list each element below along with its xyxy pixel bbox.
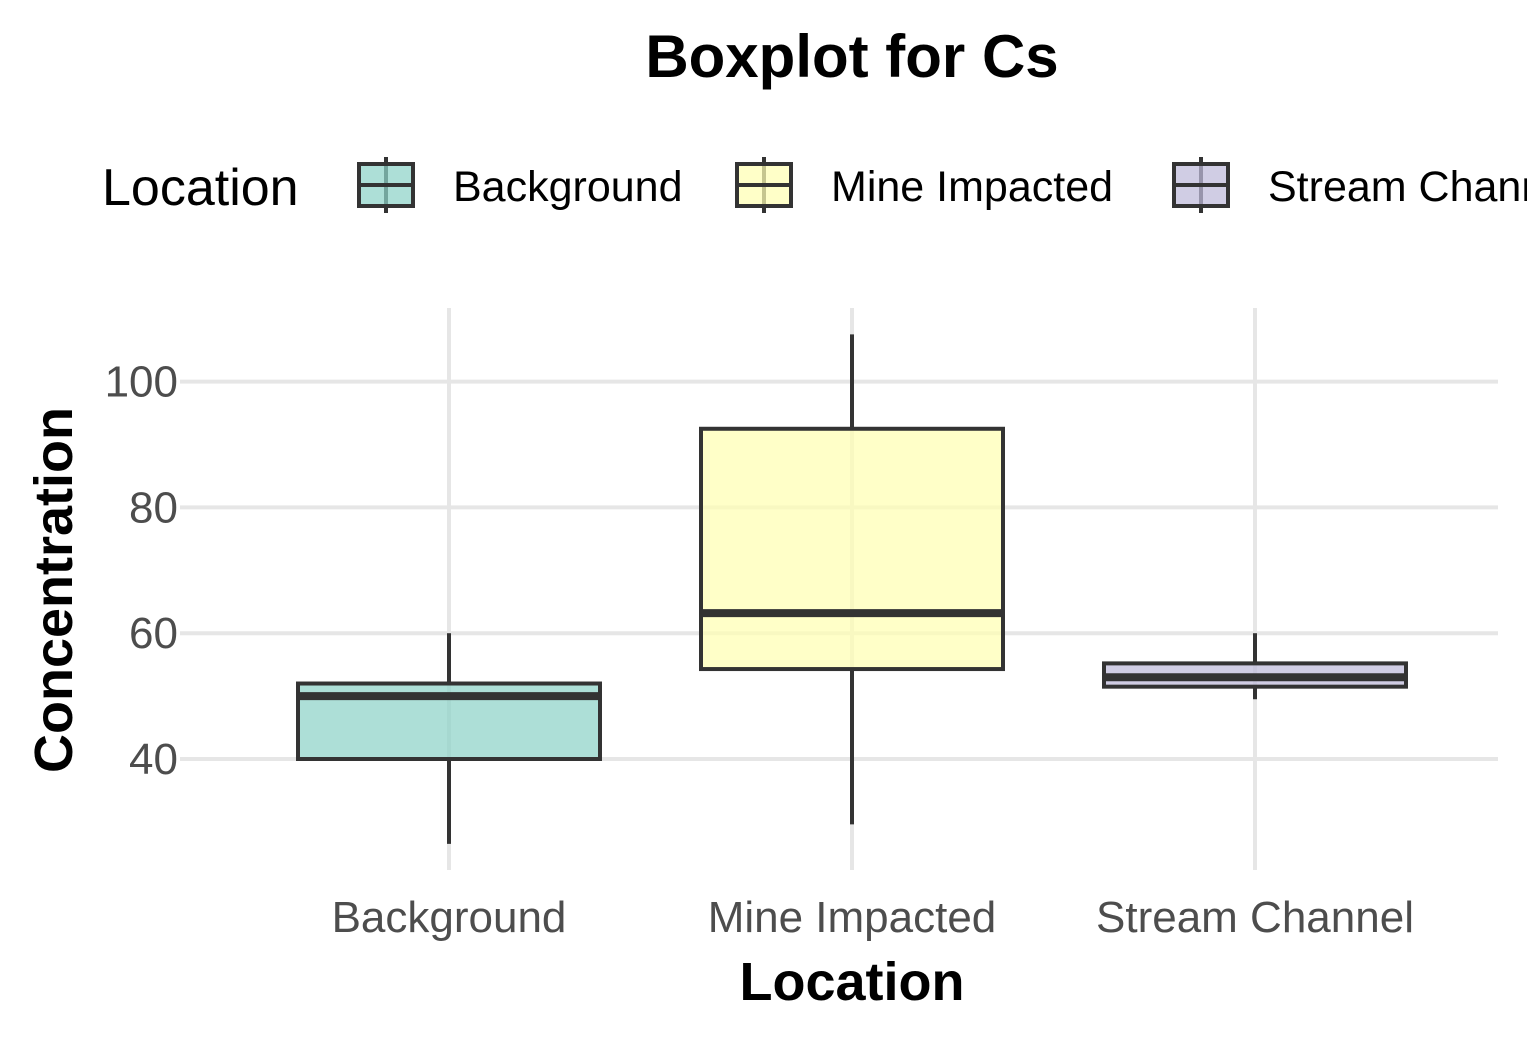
box-mine-impacted [699, 334, 1005, 825]
legend-label: Stream Channel [1268, 163, 1527, 211]
legend-item: Stream Channel [1172, 157, 1527, 213]
legend-label: Mine Impacted [831, 163, 1113, 211]
box-body [699, 426, 1005, 672]
x-axis-title: Location [740, 952, 965, 1012]
y-tick-label: 40 [129, 735, 178, 784]
y-axis-ticks: 40 60 80 100 [105, 358, 178, 784]
box-background [296, 633, 602, 844]
chart-title: Boxplot for Cs [645, 23, 1058, 90]
legend-title: Location [102, 159, 299, 217]
y-tick-label: 60 [129, 609, 178, 658]
y-tick-label: 80 [129, 483, 178, 532]
legend-item: Background [357, 157, 683, 213]
box-stream-channel [1102, 633, 1408, 700]
x-tick-label: Mine Impacted [708, 893, 997, 942]
legend-item: Mine Impacted [735, 157, 1113, 213]
boxes [296, 334, 1408, 844]
y-axis-title: Concentration [24, 407, 84, 773]
legend: Location Background Mine Impacted Stream C… [102, 157, 1527, 217]
x-axis-ticks: Background Mine Impacted Stream Channel [332, 893, 1414, 942]
legend-label: Background [453, 163, 683, 211]
x-tick-label: Background [332, 893, 567, 942]
x-tick-label: Stream Channel [1096, 893, 1414, 942]
y-tick-label: 100 [105, 358, 178, 407]
